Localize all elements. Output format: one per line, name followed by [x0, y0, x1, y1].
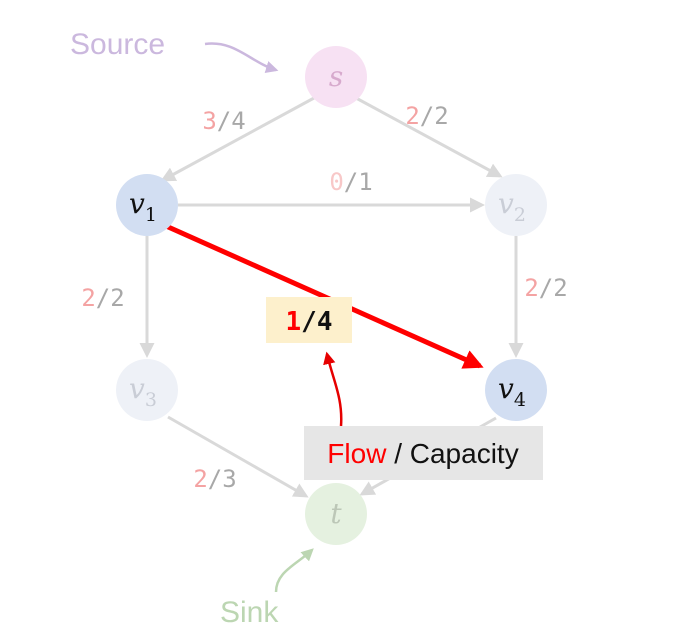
legend-pointer-arrow [323, 351, 343, 427]
edge-label-s-v2: 2/2 [405, 102, 448, 130]
svg-text:Flow / Capacity: Flow / Capacity [327, 438, 518, 469]
svg-text:1/4: 1/4 [286, 307, 333, 337]
node-v3: v3 [116, 359, 178, 421]
edge-label-s-v1: 3/4 [202, 107, 245, 135]
node-v2-label: v [498, 187, 514, 220]
edge-s-v1 [160, 96, 315, 182]
svg-text:s: s [329, 60, 343, 93]
node-v4-sub: 4 [514, 389, 526, 411]
edge-label-v2-v4: 2/2 [524, 274, 567, 302]
annotations: Source Sink Flow / Capacity [70, 28, 543, 629]
source-annotation: Source [70, 28, 165, 61]
node-v1-sub: 1 [145, 204, 157, 226]
node-v4-label: v [498, 372, 514, 405]
svg-text:v2: v2 [498, 187, 526, 226]
edge-label-v1-v2: 0/1 [329, 168, 372, 196]
legend-separator: / [386, 438, 409, 469]
svg-text:t: t [330, 497, 342, 530]
node-v2-sub: 2 [514, 204, 526, 226]
edge-labels: 3/4 2/2 0/1 2/2 2/2 2/3 1/4 [81, 102, 567, 493]
node-v2: v2 [485, 174, 547, 236]
svg-text:v3: v3 [129, 372, 157, 411]
edge-v1-v4-highlighted [164, 223, 484, 369]
nodes: s v1 v2 v3 [116, 46, 547, 545]
svg-text:v4: v4 [498, 372, 526, 411]
highlight-label-box [266, 297, 352, 343]
node-v3-circle [116, 359, 178, 421]
edge-v3-t [167, 415, 309, 498]
node-v1-circle [116, 174, 178, 236]
edge-s-v2 [355, 96, 503, 178]
svg-text:v1: v1 [129, 187, 157, 226]
node-v4: v4 [485, 359, 547, 421]
node-t-circle [305, 483, 367, 545]
source-pointer-arrow [204, 42, 279, 74]
edge-label-v1-v4: 1/4 [266, 297, 352, 343]
node-v1-label: v [129, 187, 145, 220]
node-v1: v1 [116, 174, 178, 236]
node-v3-sub: 3 [145, 389, 157, 411]
node-v4-circle [485, 359, 547, 421]
node-t: t [305, 483, 367, 545]
legend-flow-capacity: Flow / Capacity [304, 426, 543, 480]
node-v2-circle [485, 174, 547, 236]
edge-label-v1-v3: 2/2 [81, 284, 124, 312]
node-v3-label: v [129, 372, 145, 405]
legend-box [304, 426, 543, 480]
node-s-circle [305, 46, 367, 108]
node-s: s [305, 46, 367, 108]
legend-flow: Flow [327, 438, 387, 469]
edge-label-v3-t: 2/3 [193, 465, 236, 493]
sink-pointer-arrow [274, 548, 314, 593]
sink-annotation: Sink [220, 596, 279, 629]
node-s-label: s [329, 60, 343, 93]
node-t-label: t [330, 497, 342, 530]
legend-capacity: Capacity [410, 438, 519, 469]
